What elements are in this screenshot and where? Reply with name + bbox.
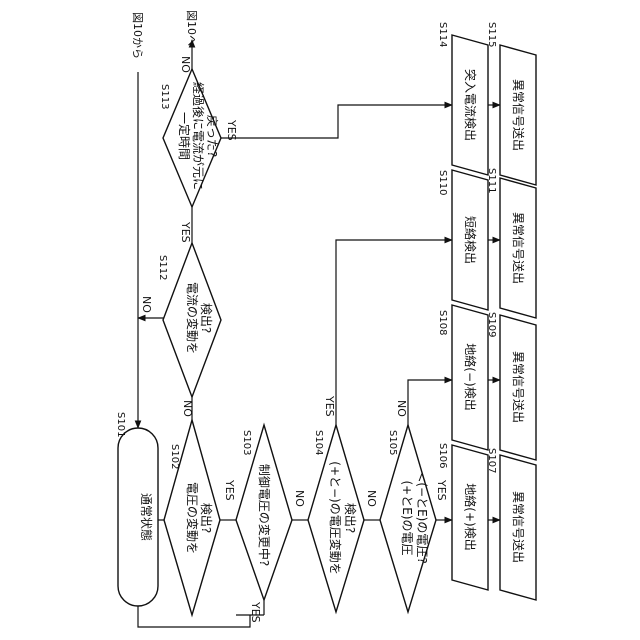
process-s108-text: 地絡(−)検出 [463, 343, 478, 410]
yes-label-s105: YES [435, 479, 448, 501]
step-id-s104: S104 [313, 430, 324, 455]
process-s114-text: 突入電流検出 [463, 69, 478, 141]
process-s115-text: 異常信号送出 [511, 79, 526, 151]
process-s110-text: 短絡検出 [463, 216, 478, 264]
yes-label-s103: YES [223, 479, 236, 501]
decision-s113: 一定時間 経過後に電流が元に 戻った? S113 [159, 69, 221, 207]
decision-s113-line-2: 経過後に電流が元に [191, 82, 206, 190]
decision-s104-line-1: (+と−)の電圧変動を [328, 461, 343, 574]
to-fig10-label: 図10へ [185, 10, 198, 46]
decision-s102: 電圧の変動を 検出? S102 [164, 420, 220, 615]
step-id-s109: S109 [486, 312, 497, 337]
step-id-s106: S106 [437, 443, 448, 468]
process-s109: 異常信号送出 S109 [486, 312, 536, 460]
decision-s113-line-3: 戻った? [205, 115, 219, 157]
decision-s105-line-1: (+とE)の電圧 [400, 480, 414, 555]
decision-s105: (+とE)の電圧 <(−とE)の電圧? S105 [380, 425, 436, 612]
start-terminal: 通常状態 S101 [115, 412, 158, 606]
step-id-s113: S113 [159, 84, 170, 109]
no-label-s104: NO [365, 490, 378, 507]
no-label-s105: NO [395, 400, 408, 417]
yes-label-s113: YES [225, 119, 238, 141]
step-id-s114: S114 [437, 22, 448, 47]
process-s111-text: 異常信号送出 [511, 212, 526, 284]
process-s107: 異常信号送出 S107 [486, 448, 536, 600]
step-id-s103: S103 [241, 430, 252, 455]
process-s115: 異常信号送出 S115 [486, 22, 536, 185]
process-s107-text: 異常信号送出 [511, 491, 526, 563]
decision-s113-line-1: 一定時間 [177, 112, 192, 160]
start-text: 通常状態 [139, 493, 154, 541]
step-id-s111: S111 [486, 168, 497, 193]
decision-s112-line-1: 電流の変動を [185, 282, 200, 354]
decision-s103: 制御電圧の変更中? S103 [236, 425, 292, 600]
process-s108: 地絡(−)検出 S108 [437, 305, 488, 450]
process-s106: 地絡(+)検出 S106 [437, 443, 488, 590]
yes-label-s104: YES [323, 395, 336, 417]
process-s106-text: 地絡(+)検出 [463, 483, 478, 550]
no-label-s102: NO [181, 400, 194, 417]
decision-s104-line-2: 検出? [343, 503, 357, 533]
step-id-s105: S105 [387, 430, 398, 455]
step-id-s112: S112 [157, 255, 168, 280]
step-id-s107: S107 [486, 448, 497, 473]
process-s109-text: 異常信号送出 [511, 351, 526, 423]
decision-s105-line-2: <(−とE)の電圧? [415, 472, 429, 563]
step-id-s115: S115 [486, 22, 497, 47]
yes-label-s112: YES [179, 221, 192, 243]
from-fig10-label: 図10から [131, 12, 144, 59]
no-label-s112: NO [140, 296, 153, 313]
process-s111: 異常信号送出 S111 [486, 168, 536, 318]
decision-s112: 電流の変動を 検出? S112 [157, 243, 221, 397]
decision-s112-line-2: 検出? [199, 303, 213, 333]
decision-s102-line-2: 検出? [199, 503, 213, 533]
step-id-s110: S110 [437, 170, 448, 195]
yes-label-s102: YES [249, 601, 262, 623]
step-id-s101: S101 [115, 412, 126, 437]
step-id-s108: S108 [437, 310, 448, 335]
no-label-s113: NO [179, 56, 192, 73]
decision-s102-line-1: 電圧の変動を [185, 482, 200, 554]
decision-s103-line-1: 制御電圧の変更中? [257, 464, 272, 566]
decision-s104: (+と−)の電圧変動を 検出? S104 [308, 425, 364, 612]
step-id-s102: S102 [169, 444, 180, 469]
process-s114: 突入電流検出 S114 [437, 22, 488, 175]
no-label-s103: NO [293, 490, 306, 507]
